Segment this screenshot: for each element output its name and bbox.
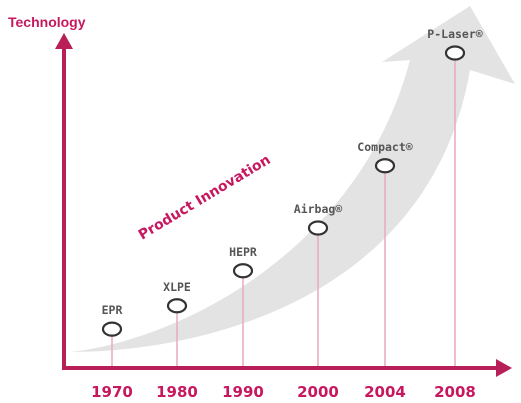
point-label-2008: P-Laser® [427,27,482,41]
point-marker-2000 [307,220,329,236]
point-marker-1980 [166,298,188,314]
point-label-1970: EPR [102,303,123,317]
innovation-arrow-shape [70,6,515,352]
point-marker-2008 [444,45,466,61]
point-label-2004: Compact® [357,140,412,154]
x-tick-1980: 1980 [156,383,198,401]
point-label-1980: XLPE [163,280,191,294]
x-tick-2004: 2004 [364,383,406,401]
point-label-2000: Airbag® [294,202,343,216]
x-axis-arrowhead [496,359,512,377]
x-tick-2008: 2008 [434,383,476,401]
point-label-1990: HEPR [229,245,257,259]
point-marker-2004 [374,158,396,174]
y-axis-arrowhead [55,33,73,49]
point-marker-1990 [232,263,254,279]
annotation-product-innovation: Product Innovation [136,152,274,244]
x-tick-2000: 2000 [297,383,339,401]
x-tick-1990: 1990 [222,383,264,401]
point-marker-1970 [101,321,123,337]
y-axis-title: Technology [8,14,86,30]
x-tick-1970: 1970 [91,383,133,401]
